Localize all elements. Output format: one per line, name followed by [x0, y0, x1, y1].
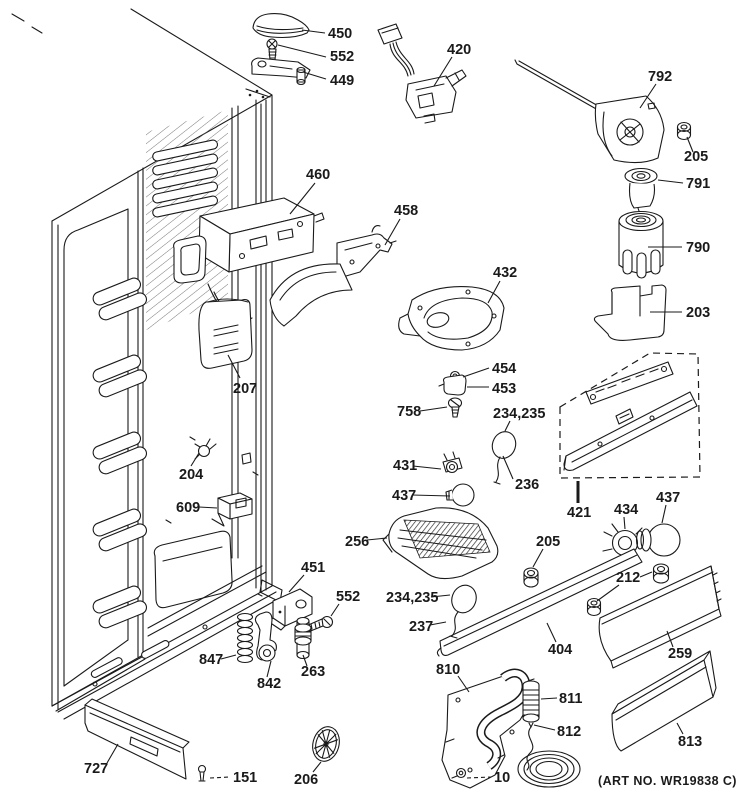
part-450-cap: [252, 13, 310, 39]
part-847-spring: [236, 612, 254, 664]
part-437-bulb-right: [635, 523, 681, 557]
callout-453: 453: [492, 381, 516, 397]
part-234-235-tube-lower: [449, 584, 477, 639]
part-207-cover: [198, 298, 253, 369]
part-206-grille: [312, 726, 340, 762]
callout-552-lower: 552: [336, 589, 360, 605]
callout-212: 212: [616, 570, 640, 586]
part-460-air-tower: [173, 197, 325, 322]
callout-758: 758: [397, 404, 421, 420]
callout-791: 791: [686, 176, 710, 192]
part-727-kick-plate: [84, 698, 190, 780]
callout-437-right: 437: [656, 490, 680, 506]
part-552-screw-top: [266, 38, 278, 61]
callout-792: 792: [648, 69, 672, 85]
callout-263: 263: [301, 664, 325, 680]
callout-847: 847: [199, 652, 223, 668]
part-151-screw: [197, 764, 207, 782]
edge-dashes: [11, 13, 43, 34]
part-790-water-filter: [618, 210, 664, 279]
part-792-fill-tube: [514, 59, 665, 164]
callout-256: 256: [345, 534, 369, 550]
part-813-shelf-front: [611, 650, 717, 752]
part-449-bracket: [251, 57, 311, 86]
part-842-lever: [254, 611, 277, 662]
callout-204: 204: [179, 467, 203, 483]
callout-431: 431: [393, 458, 417, 474]
part-203-filter-cover: [593, 284, 667, 341]
callout-454: 454: [492, 361, 516, 377]
part-810-tank: [441, 668, 533, 789]
part-10-screw: [451, 767, 467, 779]
callout-205-mid: 205: [536, 534, 560, 550]
part-204-socket: [194, 438, 217, 460]
part-458-bracket: [269, 225, 397, 327]
parts: [84, 13, 722, 789]
part-609-switch: [211, 492, 253, 527]
callout-404: 404: [548, 642, 572, 658]
callout-842: 842: [257, 676, 281, 692]
callout-458: 458: [394, 203, 418, 219]
callout-727: 727: [84, 761, 108, 777]
part-811-cylinder: [522, 678, 540, 728]
callout-205-top: 205: [684, 149, 708, 165]
louver-vents: [152, 139, 219, 218]
callout-552-top: 552: [330, 49, 354, 65]
part-263-valve: [294, 616, 312, 660]
refrigerator-cabinet: [11, 8, 283, 720]
callout-450: 450: [328, 26, 352, 42]
callout-810: 810: [436, 662, 460, 678]
art-number: (ART NO. WR19838 C): [598, 774, 737, 788]
part-432-shroud: [398, 285, 505, 351]
part-205-grommet-mid: [523, 567, 539, 588]
dashed-box: [559, 352, 701, 479]
callout-207: 207: [233, 381, 257, 397]
callout-437-left: 437: [392, 488, 416, 504]
part-259-shelf-front: [598, 565, 722, 669]
callout-420: 420: [447, 42, 471, 58]
part-421-dispenser-module: [559, 352, 701, 479]
part-420-harness-switch: [377, 23, 467, 124]
callout-451: 451: [301, 560, 325, 576]
callout-234-235-lower: 234,235: [386, 590, 438, 606]
door-shelf-supports: [92, 277, 148, 629]
callout-813: 813: [678, 734, 702, 750]
callout-labels: 450 552 449 420 792 205 791 790 203 460 458 432 207 4…: [84, 26, 710, 788]
part-256-tray: [382, 507, 499, 580]
callout-234-235-upper: 234,235: [493, 406, 545, 422]
part-212-grommets: [586, 563, 670, 617]
callout-237: 237: [409, 619, 433, 635]
callout-812: 812: [557, 724, 581, 740]
callout-10: 10: [494, 770, 510, 786]
part-431-socket: [442, 451, 463, 474]
part-812-coil: [517, 726, 581, 788]
part-404-trim: [436, 548, 643, 657]
part-758-screw: [447, 397, 463, 418]
callout-460: 460: [306, 167, 330, 183]
callout-leaders: [106, 29, 694, 779]
part-791-funnel: [624, 167, 658, 215]
part-453-fitting: [438, 374, 467, 396]
callout-609: 609: [176, 500, 200, 516]
callout-236: 236: [515, 477, 539, 493]
part-437-bulb-left: [445, 483, 475, 507]
callout-432: 432: [493, 265, 517, 281]
callout-449: 449: [330, 73, 354, 89]
part-205-grommet-top: [676, 121, 692, 141]
part-434-socket: [602, 523, 643, 557]
callout-421: 421: [567, 505, 591, 521]
part-234-235-tube-upper: [491, 431, 517, 485]
callout-151: 151: [233, 770, 257, 786]
callout-790: 790: [686, 240, 710, 256]
callout-811: 811: [559, 691, 582, 707]
callout-206: 206: [294, 772, 318, 788]
callout-434: 434: [614, 502, 638, 518]
callout-203: 203: [686, 305, 710, 321]
callout-259: 259: [668, 646, 692, 662]
